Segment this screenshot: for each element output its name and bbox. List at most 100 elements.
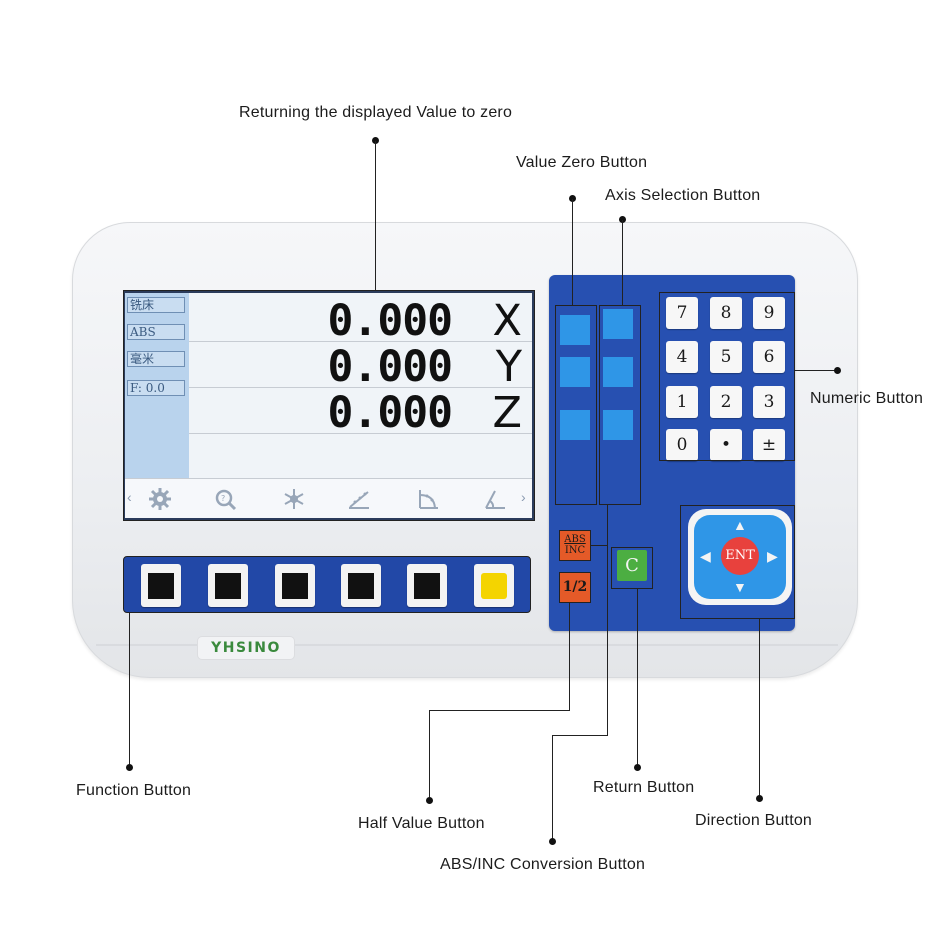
gear-icon[interactable] [148,487,172,511]
key-plus-minus[interactable]: ± [753,429,785,461]
leader-line-value-zero [572,199,573,305]
mode-milling-label[interactable]: 铣床 [127,297,185,313]
enter-button[interactable]: ENT [721,537,759,575]
f2-key-face [215,573,241,599]
x-axis-label: X [492,296,522,346]
nav-right-arrow[interactable]: › [521,489,526,505]
axis-y-button[interactable] [603,357,633,387]
axis-selection-column [598,305,638,505]
value-zero-outline [555,305,597,505]
function-button-6[interactable] [474,564,514,607]
function-button-1[interactable] [141,564,181,607]
key-3[interactable]: 3 [753,386,785,418]
numeric-outline [659,292,795,461]
z-axis-label: Z [492,388,522,438]
leader-line-abs-3 [552,735,608,736]
function-button-strip [123,556,531,613]
dro-row-x: 0.000 X [189,295,532,346]
direction-outline [680,505,795,619]
arrow-up-icon[interactable]: ▲ [733,517,747,533]
f4-key-face [348,573,374,599]
key-1[interactable]: 1 [666,386,698,418]
return-button[interactable]: C [617,550,647,581]
abs-mode-label[interactable]: ABS [127,324,185,340]
leader-dot-function [126,764,133,771]
control-panel: 7 8 9 4 5 6 1 2 3 0 • ± [549,275,795,631]
f3-key-face [282,573,308,599]
arrow-right-icon[interactable]: ▶ [767,548,778,564]
snowflake-icon[interactable] [282,487,306,511]
leader-dot-numeric [834,367,841,374]
function-button-4[interactable] [341,564,381,607]
leader-line-returning [375,141,376,291]
y-value: 0.000 [327,342,453,392]
leader-dot-direction [756,795,763,802]
leader-dot-returning [372,137,379,144]
zero-y-button[interactable] [560,357,590,387]
arrow-down-icon[interactable]: ▼ [733,579,747,595]
label-function: Function Button [76,782,192,799]
direction-pad: ▲ ▼ ◀ ▶ ENT [688,509,792,605]
f1-key-face [148,573,174,599]
key-6[interactable]: 6 [753,341,785,373]
leader-line-direction [759,619,760,797]
key-7[interactable]: 7 [666,297,698,329]
leader-line-half-2 [429,710,570,711]
leader-line-return [637,589,638,766]
label-half-value: Half Value Button [358,815,485,832]
screen-icon-bar: ‹ ? [125,478,532,518]
key-0[interactable]: 0 [666,429,698,461]
label-value-zero: Value Zero Button [516,154,648,171]
key-decimal[interactable]: • [710,429,742,461]
label-direction: Direction Button [695,812,813,829]
leader-line-abs-4 [552,735,553,840]
leader-line-function [129,613,130,766]
leader-line-abs-2 [607,505,608,735]
slope-icon[interactable] [347,487,371,511]
key-4[interactable]: 4 [666,341,698,373]
arrow-left-icon[interactable]: ◀ [700,548,711,564]
leader-line-axis [622,220,623,305]
angle-icon[interactable] [483,487,507,511]
function-button-5[interactable] [407,564,447,607]
y-axis-label: Y [495,342,522,392]
x-value: 0.000 [327,296,453,346]
arc-icon[interactable] [417,487,441,511]
key-9[interactable]: 9 [753,297,785,329]
key-2[interactable]: 2 [710,386,742,418]
zoom-icon[interactable]: ? [213,487,237,511]
leader-dot-value-zero [569,195,576,202]
z-value: 0.000 [327,388,453,438]
zero-x-button[interactable] [560,315,590,345]
return-outline [611,547,653,589]
abs-inc-button[interactable]: ABS INC [559,530,591,561]
half-value-button[interactable]: 1/2 [559,572,591,603]
function-button-2[interactable] [208,564,248,607]
dro-row-y: 0.000 Y [189,341,532,392]
axis-z-button[interactable] [603,410,633,440]
leader-dot-abs [549,838,556,845]
leader-dot-return [634,764,641,771]
axis-x-button[interactable] [603,309,633,339]
direction-pad-face: ▲ ▼ ◀ ▶ ENT [694,515,786,599]
inc-text: INC [564,545,586,556]
function-button-3[interactable] [275,564,315,607]
unit-mm-label[interactable]: 毫米 [127,351,185,367]
brand-logo: YHSINO [198,637,294,659]
leader-dot-axis [619,216,626,223]
f6-key-face [481,573,507,599]
key-8[interactable]: 8 [710,297,742,329]
screen-outline [123,290,535,521]
value-zero-column [555,305,595,505]
label-abs-inc: ABS/INC Conversion Button [440,856,646,873]
nav-left-arrow[interactable]: ‹ [127,489,132,505]
zero-z-button[interactable] [560,410,590,440]
device-bevel-line [96,644,838,646]
abs-text: ABS [564,534,586,545]
axis-selection-outline [599,305,641,505]
label-returning-zero: Returning the displayed Value to zero [239,104,513,121]
lcd-screen: 铣床 ABS 毫米 F: 0.0 0.000 X 0.000 Y 0.000 Z… [123,291,534,520]
key-5[interactable]: 5 [710,341,742,373]
leader-line-abs-1 [591,545,607,546]
leader-line-half-1 [569,603,570,710]
